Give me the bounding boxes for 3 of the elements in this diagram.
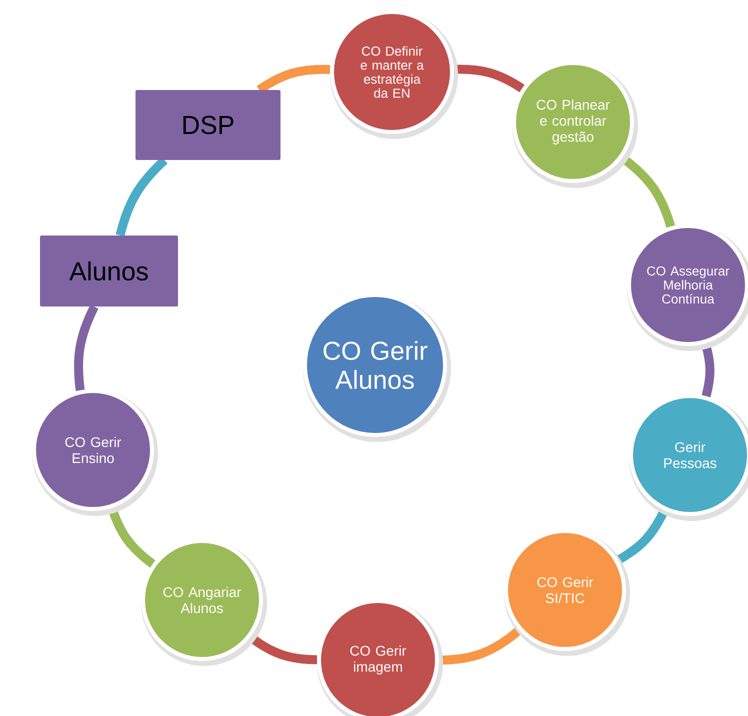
label-box: Alunos: [40, 236, 178, 306]
ring-arc: [74, 304, 98, 391]
label-box: DSP: [136, 90, 280, 160]
